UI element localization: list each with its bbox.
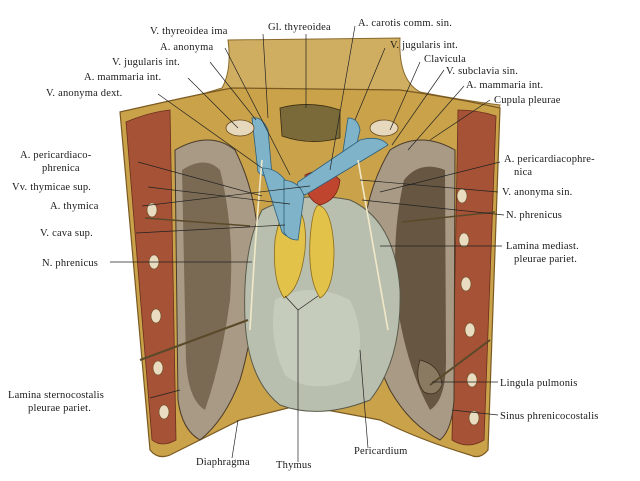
label-lamina-mediast-1: Lamina mediast. [506,241,579,252]
label-n-phrenicus-right: N. phrenicus [506,210,562,221]
label-thymus: Thymus [276,460,312,471]
label-a-pericardiacophrenica-left-2: phrenica [42,163,80,174]
label-a-anonyma: A. anonyma [160,42,213,53]
label-lamina-mediast-2: pleurae pariet. [514,254,577,265]
probe-top-left [144,217,251,227]
label-v-jugularis-int-right: V. jugularis int. [390,40,458,51]
label-cupula-pleurae: Cupula pleurae [494,95,561,106]
labels: V. thyreoidea ima Gl. thyreoidea A. caro… [8,18,599,471]
label-a-thymica: A. thymica [50,201,99,212]
label-a-pericardiacophrenica-right-1: A. pericardiacophre- [504,154,595,165]
label-v-subclavia-sin: V. subclavia sin. [446,66,518,77]
right-clavicle-end [369,119,399,137]
label-v-anonyma-sin: V. anonyma sin. [502,187,572,198]
right-phrenic-nerve [249,159,263,331]
label-gl-thyreoidea: Gl. thyreoidea [268,22,331,33]
label-clavicula: Clavicula [424,54,466,65]
label-a-mammaria-int-left: A. mammaria int. [84,72,161,83]
label-a-mammaria-int-right: A. mammaria int. [466,80,543,91]
label-v-jugularis-int-left: V. jugularis int. [112,57,180,68]
label-a-carotis-comm-sin: A. carotis comm. sin. [358,18,452,29]
left-phrenic-nerve [357,159,389,331]
probe-right [429,339,491,386]
pericardium-highlight [272,290,360,387]
label-lingula-pulmonis: Lingula pulmonis [500,378,578,389]
label-sinus-phrenicocostalis: Sinus phrenicocostalis [500,411,599,422]
probe-left [139,319,249,361]
label-v-thyreoidea-ima: V. thyreoidea ima [150,26,228,37]
label-v-anonyma-dext: V. anonyma dext. [46,88,123,99]
label-vv-thymicae-sup: Vv. thymicae sup. [12,182,91,193]
label-a-pericardiacophrenica-left-1: A. pericardiaco- [20,150,92,161]
right-ribs [456,188,480,426]
label-diaphragma: Diaphragma [196,457,250,468]
probe-top-right [401,211,496,223]
left-cavity-shadow [395,166,446,410]
leader-lines [110,25,505,462]
left-clavicle-end [225,119,255,137]
label-lamina-sternocostalis-1: Lamina sternocostalis [8,390,104,401]
thyroid-gland [279,104,341,142]
label-pericardium: Pericardium [354,446,408,457]
left-wall-muscle [125,109,177,445]
label-v-cava-sup: V. cava sup. [40,228,93,239]
lingula [417,359,443,395]
label-lamina-sternocostalis-2: pleurae pariet. [28,403,91,414]
label-a-pericardiacophrenica-right-2: nica [514,167,532,178]
label-n-phrenicus-left: N. phrenicus [42,258,98,269]
thymus-left-lobe [309,204,335,299]
